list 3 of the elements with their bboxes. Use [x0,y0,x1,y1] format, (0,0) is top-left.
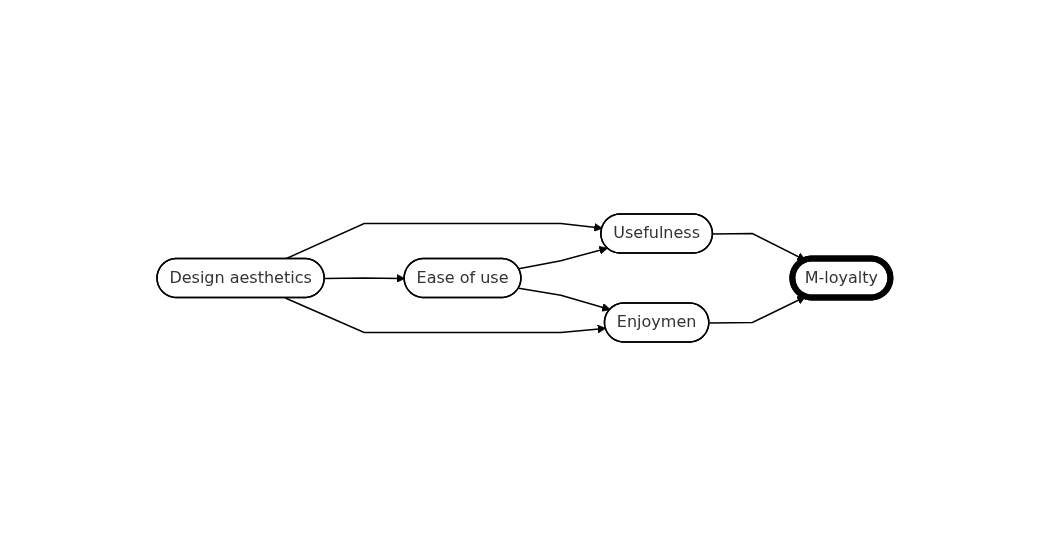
arrow [518,245,609,270]
arrow [518,287,611,312]
arrow [284,297,607,334]
